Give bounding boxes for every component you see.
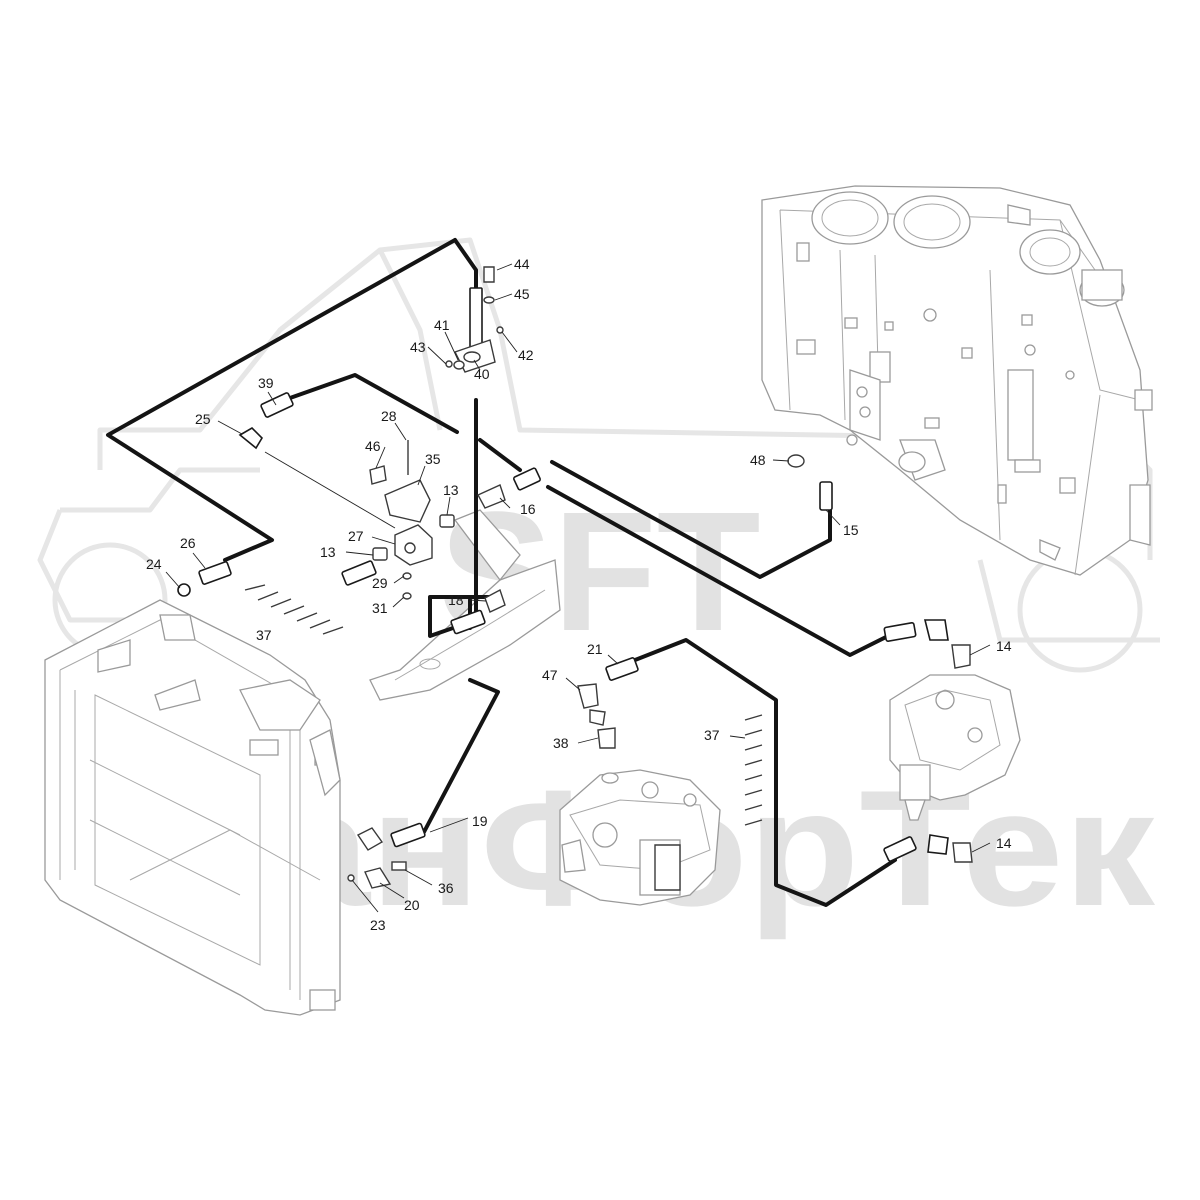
hose-39 bbox=[288, 373, 459, 434]
hose-fittings bbox=[177, 287, 949, 862]
hydraulic-motor bbox=[889, 674, 1021, 821]
callout-42: 42 bbox=[518, 347, 534, 363]
callout-29: 29 bbox=[372, 575, 388, 591]
callout-31: 31 bbox=[372, 600, 388, 616]
callout-13-upper: 13 bbox=[443, 482, 459, 498]
gearbox-housing bbox=[761, 185, 1153, 576]
callout-46: 46 bbox=[365, 438, 381, 454]
hose-upper-long bbox=[106, 238, 457, 562]
callout-40: 40 bbox=[474, 366, 490, 382]
hose-19 bbox=[422, 678, 500, 834]
callout-27: 27 bbox=[348, 528, 364, 544]
callout-18: 18 bbox=[448, 592, 464, 608]
callout-38: 38 bbox=[553, 735, 569, 751]
small-components bbox=[347, 266, 973, 889]
leader-lines bbox=[165, 263, 991, 913]
callout-23: 23 bbox=[370, 917, 386, 933]
callout-20: 20 bbox=[404, 897, 420, 913]
hydraulic-pump bbox=[559, 769, 721, 906]
callout-26: 26 bbox=[180, 535, 196, 551]
hose-to-motor bbox=[546, 485, 902, 657]
callout-14-upper: 14 bbox=[996, 638, 1012, 654]
callout-25: 25 bbox=[195, 411, 211, 427]
callout-41: 41 bbox=[434, 317, 450, 333]
callout-48: 48 bbox=[750, 452, 766, 468]
callout-43: 43 bbox=[410, 339, 426, 355]
callout-37-left: 37 bbox=[256, 627, 272, 643]
callout-24: 24 bbox=[146, 556, 162, 572]
callout-14-lower: 14 bbox=[996, 835, 1012, 851]
callout-19: 19 bbox=[472, 813, 488, 829]
callout-45: 45 bbox=[514, 286, 530, 302]
callout-39: 39 bbox=[258, 375, 274, 391]
callout-35: 35 bbox=[425, 451, 441, 467]
callout-16: 16 bbox=[520, 501, 536, 517]
callout-47: 47 bbox=[542, 667, 558, 683]
hose-spiral-37a bbox=[244, 584, 344, 635]
callout-labels: 44 45 41 43 42 40 39 25 28 46 35 13 16 2… bbox=[146, 256, 1012, 933]
cooler-frame bbox=[44, 599, 341, 1016]
callout-44: 44 bbox=[514, 256, 530, 272]
hose-spiral-37b bbox=[744, 714, 763, 826]
callout-13-lower: 13 bbox=[320, 544, 336, 560]
callout-36: 36 bbox=[438, 880, 454, 896]
callout-28: 28 bbox=[381, 408, 397, 424]
callout-21: 21 bbox=[587, 641, 603, 657]
callout-15: 15 bbox=[843, 522, 859, 538]
hose-21 bbox=[633, 638, 897, 907]
hose-lines bbox=[106, 238, 902, 907]
callout-37-right: 37 bbox=[704, 727, 720, 743]
hose-to-gearbox bbox=[478, 438, 832, 579]
